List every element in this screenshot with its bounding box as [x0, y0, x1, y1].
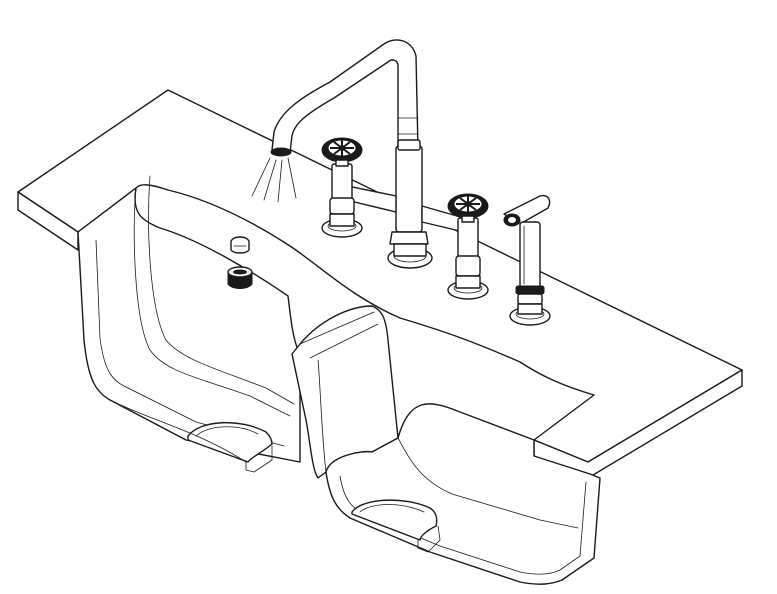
left-handle-wheel-icon: [321, 137, 363, 167]
right-handle-valve: [447, 217, 489, 300]
side-sprayer: [503, 194, 551, 326]
aerator-parts: [227, 236, 253, 289]
spout-spray: [251, 157, 297, 203]
aerator-ring-icon: [270, 147, 292, 157]
left-handle-valve: [321, 163, 363, 238]
faucet-body: [387, 139, 433, 269]
sink-basin: [77, 175, 601, 585]
right-handle-wheel-icon: [447, 193, 489, 223]
